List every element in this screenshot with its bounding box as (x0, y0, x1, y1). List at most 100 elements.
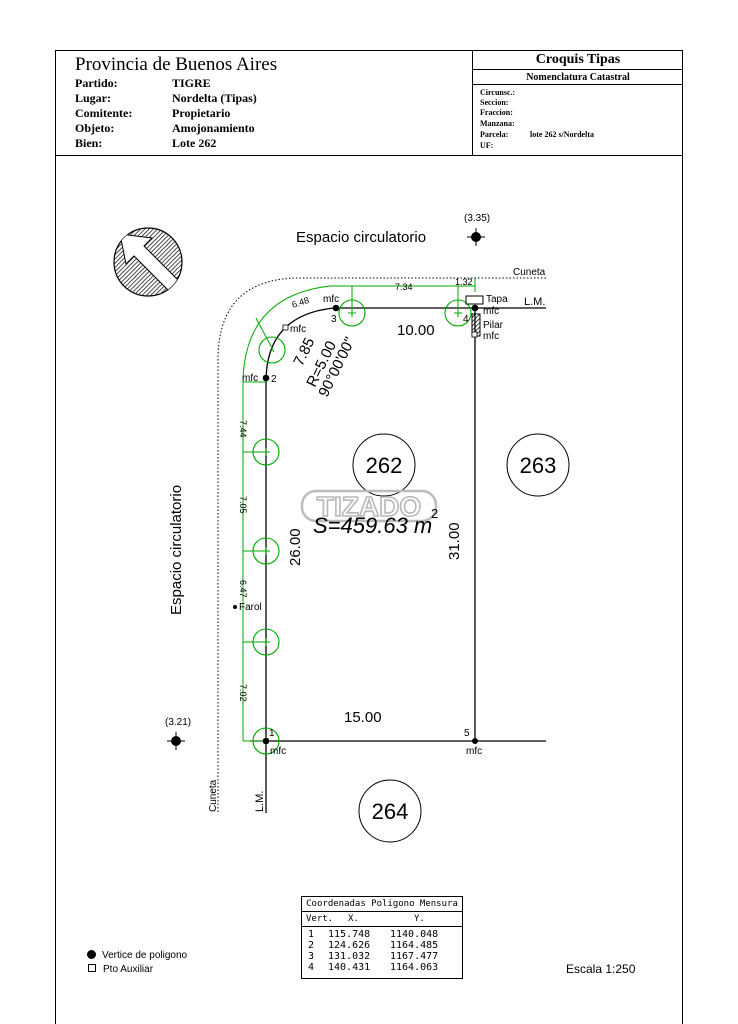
field-label-bien: Bien: (75, 136, 103, 150)
coordinates-table: Coordenadas Poligono Mensura Vert. X. Y.… (301, 896, 463, 979)
cat-label-manzana: Manzana: (480, 119, 515, 128)
measure-green-705: 7.05 (238, 496, 248, 514)
watermark-text: TIZADO (317, 491, 421, 522)
drawing-sheet (55, 50, 683, 1024)
scale-label: Escala 1:250 (566, 962, 636, 976)
table-cell: 115.748 (328, 929, 371, 940)
mfc-label-3: mfc (323, 294, 339, 305)
aux-square-icon (88, 964, 96, 972)
coordinates-header-divider (302, 926, 462, 927)
measure-green-647: 6.47 (238, 580, 248, 598)
table-cell: 124.626 (328, 940, 371, 951)
cuneta-line (217, 277, 546, 812)
side-length-top: 10.00 (397, 322, 435, 339)
area-label: S=459.63 m (313, 513, 432, 538)
table-cell: 1167.477 (390, 951, 439, 962)
vertex-label-3: 3 (331, 314, 337, 325)
lot-circle-263 (506, 433, 570, 497)
vertex-label-5: 5 (464, 728, 470, 739)
table-cell: 1140.048 (390, 929, 439, 940)
province-title: Provincia de Buenos Aires (75, 54, 278, 75)
vertex-label-2: 2 (271, 374, 277, 385)
field-value-objeto: Amojonamiento (172, 121, 255, 135)
cat-value-parcela: lote 262 s/Nordelta (530, 130, 594, 139)
field-value-bien: Lote 262 (172, 136, 217, 150)
mfc-label-5: mfc (466, 746, 482, 757)
croquis-title: Croquis Tipas (473, 50, 683, 70)
mfc-label-4: mfc (483, 306, 499, 317)
table-cell: 1164.063 (390, 962, 439, 973)
street-label-left: Espacio circulatorio (168, 485, 185, 615)
north-arrow-icon (113, 227, 183, 297)
table-cell: 131.032 (328, 951, 371, 962)
cuneta-label-left: Cuneta (208, 779, 219, 812)
aux-point (282, 324, 289, 331)
lm-label-bottom: L.M. (254, 791, 266, 812)
field-label-lugar: Lugar: (75, 91, 111, 105)
table-cell: 1 (308, 929, 315, 940)
legend-vertex: Vertice de poligono (87, 950, 187, 961)
cat-label-fraccion: Fraccion: (480, 108, 513, 117)
lot-circle-264 (358, 779, 422, 843)
coordinates-header-y: Y. (414, 914, 425, 924)
title-block-left: Provincia de Buenos Aires Partido: TIGRE… (55, 50, 473, 155)
measure-green-648: 6.48 (291, 295, 311, 310)
tree-circles (252, 299, 472, 755)
field-value-comitente: Propietario (172, 106, 231, 120)
table-cell: 140.431 (328, 962, 371, 973)
mfc-label-1: mfc (270, 746, 286, 757)
pilar-label: Pilar (483, 320, 504, 331)
field-label-objeto: Objeto: (75, 121, 115, 135)
vertex-label-1: 1 (269, 728, 275, 739)
legend-aux-label: Pto Auxiliar (103, 964, 154, 975)
coordinates-table-title: Coordenadas Poligono Mensura (302, 897, 462, 912)
cat-label-parcela: Parcela: (480, 130, 509, 139)
level-label-top: (3.35) (464, 213, 490, 224)
farol-label: Farol (239, 602, 262, 613)
field-value-partido: TIGRE (172, 76, 211, 90)
side-length-bottom: 15.00 (344, 709, 382, 726)
table-cell: 4 (308, 962, 315, 973)
coordinates-header-x: X. (348, 914, 359, 924)
street-label-top: Espacio circulatorio (296, 229, 426, 246)
field-value-lugar: Nordelta (Tipas) (172, 91, 257, 105)
aux-point (471, 331, 478, 338)
lm-label-top: L.M. (524, 296, 545, 308)
nomenclatura-title: Nomenclatura Catastral (473, 70, 683, 85)
lot-number-262: 262 (366, 453, 403, 478)
measure-green-132: 1.32 (455, 277, 473, 287)
measure-green-744: 7.44 (238, 420, 248, 438)
vertex-label-4: 4 (463, 314, 469, 325)
lot-circle-262 (352, 433, 416, 497)
mfc-label-pilar: mfc (483, 331, 499, 342)
mfc-label-aux: mfc (290, 324, 306, 335)
cuneta-label-top: Cuneta (513, 267, 546, 278)
measure-green-734: 7.34 (395, 282, 413, 292)
lot-number-263: 263 (520, 453, 557, 478)
coordinates-header-vert: Vert. (306, 914, 334, 924)
tapa-box (465, 295, 484, 305)
side-length-right: 31.00 (446, 522, 463, 560)
mfc-label-2: mfc (242, 373, 258, 384)
level-mark-left (167, 732, 185, 750)
table-cell: 2 (308, 940, 315, 951)
table-cell: 1164.485 (390, 940, 439, 951)
field-label-partido: Partido: (75, 76, 118, 90)
vertex-points (262, 304, 479, 745)
survey-measure-lines (242, 278, 476, 742)
cat-label-seccion: Seccion: (480, 98, 509, 107)
watermark-logo: TIZADO (300, 489, 438, 523)
cat-label-circunsc: Circunsc.: (480, 88, 516, 97)
lot-number-264: 264 (372, 799, 409, 824)
measure-green-702: 7.02 (238, 684, 248, 702)
table-cell: 3 (308, 951, 315, 962)
legend-aux: Pto Auxiliar (87, 964, 153, 975)
tapa-label: Tapa (486, 294, 508, 305)
vertex-dot-icon (87, 950, 96, 959)
farol-point (233, 605, 237, 609)
level-mark-top (467, 228, 485, 246)
side-length-left: 26.00 (287, 528, 304, 566)
field-label-comitente: Comitente: (75, 106, 133, 120)
level-label-left: (3.21) (165, 717, 191, 728)
